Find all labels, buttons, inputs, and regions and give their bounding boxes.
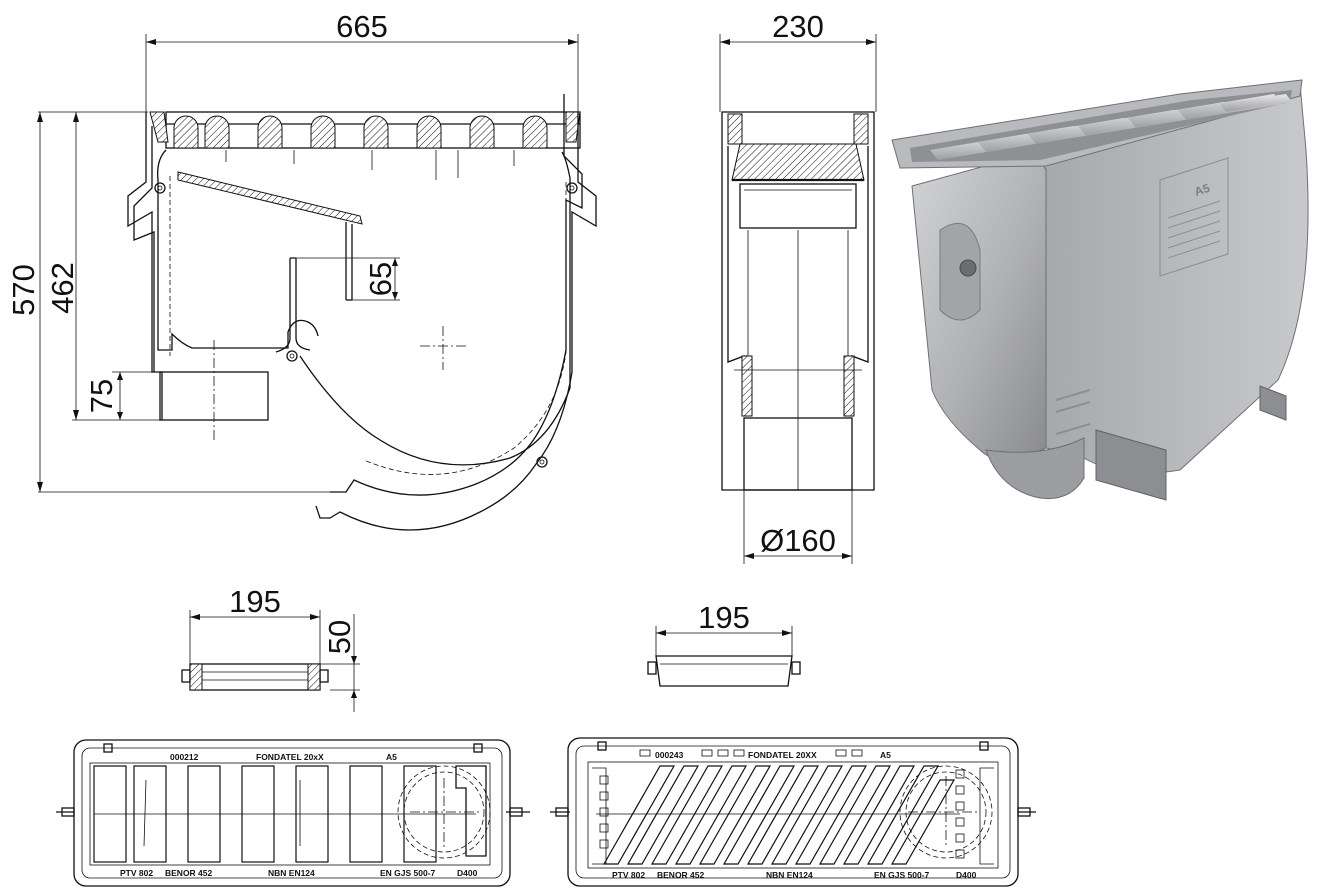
front-width-label: 665: [336, 9, 388, 44]
bolt-holes: [154, 182, 578, 468]
inner-chamber: [157, 149, 571, 466]
product-photo: A5: [891, 79, 1309, 501]
grate-a-top-class: A5: [386, 752, 397, 762]
grate-b-top-class: A5: [880, 750, 891, 760]
grate-a-bottom-material: EN GJS 500-7: [380, 868, 436, 878]
dimension-total-height: 570: [6, 111, 330, 493]
grate-a-bottom-standard: NBN EN124: [268, 868, 315, 878]
dimension-grate-a-height: 50: [320, 614, 360, 712]
dimension-outlet-diameter: Ø160: [743, 420, 853, 564]
grate-b-top-brand: FONDATEL 20XX: [748, 750, 817, 760]
side-section-view: 230 Ø160: [719, 9, 877, 564]
grate-b-side-tabs: [592, 767, 994, 865]
grate-b-width-label: 195: [698, 600, 750, 635]
grate-a-plan: 000212 FONDATEL 20xX A5 PTV 802 BENOR 45…: [56, 739, 530, 887]
outlet-diameter-label: Ø160: [760, 523, 836, 558]
grate-a-top-code: 000212: [170, 752, 199, 762]
grate-a-bottom-ptv: PTV 802: [120, 868, 153, 878]
dimension-outlet-height: 75: [84, 371, 160, 420]
grate-a-top-brand: FONDATEL 20xX: [256, 752, 324, 762]
grate-a-section: 195 50: [181, 584, 360, 712]
body-height-label: 462: [45, 262, 80, 314]
grate-b-top-code: 000243: [655, 750, 684, 760]
baffle-drop-label: 65: [363, 262, 398, 296]
dimension-grate-a-width: 195: [189, 584, 321, 664]
dimension-side-width: 230: [719, 9, 877, 112]
grate-b-plan: 000243 FONDATEL 20XX A5: [550, 737, 1036, 887]
photo-casting-class: A5: [1193, 181, 1212, 199]
body-outline: [127, 94, 597, 531]
baffle-plate: [177, 171, 363, 301]
grate-a-bottom-class: D400: [457, 868, 478, 878]
grate-b-section: 195: [647, 600, 801, 687]
grate-b-bottom-material: EN GJS 500-7: [874, 870, 930, 880]
total-height-label: 570: [6, 264, 41, 316]
grate-a-bottom-benor: BENOR 452: [165, 868, 213, 878]
grate-a-height-label: 50: [322, 620, 357, 654]
grate-b-bottom-benor: BENOR 452: [657, 870, 705, 880]
grate-b-bottom-ptv: PTV 802: [612, 870, 645, 880]
grate-b-slots: [596, 765, 960, 865]
grate-a-width-label: 195: [229, 584, 281, 619]
dimension-body-height: 462: [45, 112, 160, 421]
side-width-label: 230: [772, 9, 824, 44]
photo-grate-bars: [930, 94, 1292, 160]
outlet-height-label: 75: [84, 379, 119, 413]
grate-rib-sections: [149, 111, 581, 149]
dimension-grate-b-width: 195: [655, 600, 793, 656]
front-section-view: 665 570 462 75 65: [6, 9, 597, 531]
grate-b-bottom-class: D400: [956, 870, 977, 880]
grate-b-bottom-standard: NBN EN124: [766, 870, 813, 880]
dimension-front-width: 665: [145, 9, 579, 112]
